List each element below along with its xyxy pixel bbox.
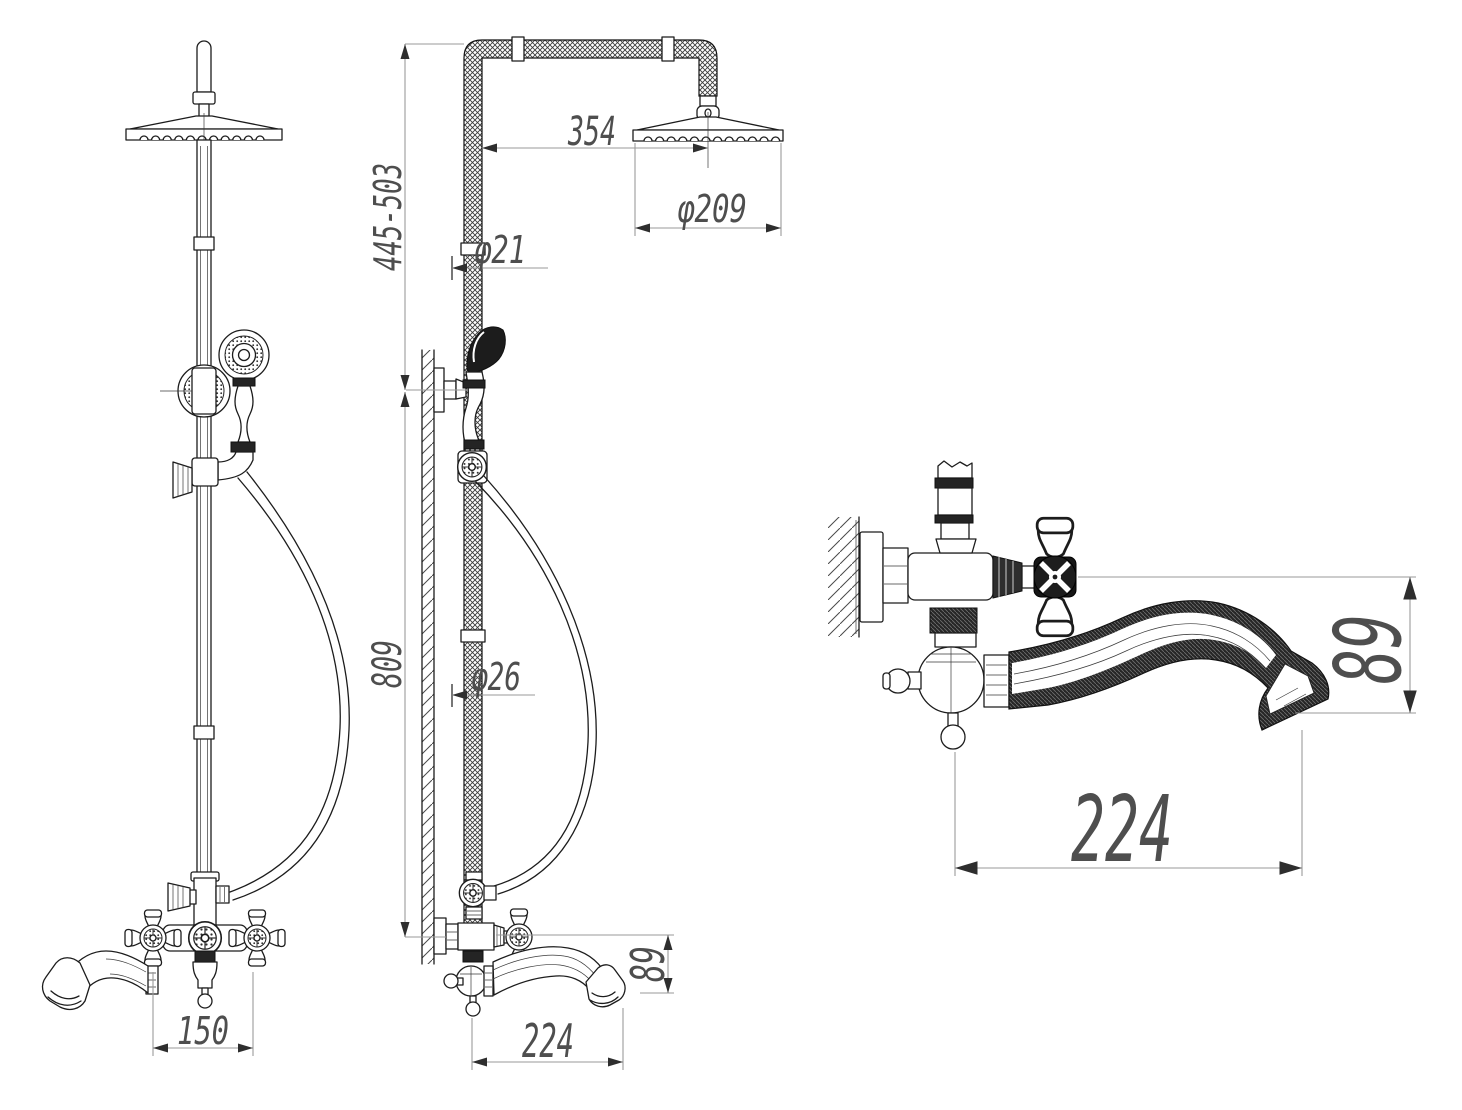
side-hand-shower (456, 326, 506, 484)
nozzles (643, 136, 781, 142)
side-tub-spout (483, 946, 626, 1008)
side-dim-lower-height: 809 (365, 392, 446, 938)
front-slider-knob (172, 461, 193, 499)
front-drain-pull (197, 993, 213, 1009)
side-dim-lower-pipe-diameter: φ26 (451, 655, 535, 707)
side-spout-outlet (585, 964, 626, 1008)
dim-209-label: φ209 (677, 187, 747, 231)
front-hand-shower (172, 329, 270, 499)
side-mixer-valve (433, 871, 533, 1017)
front-tub-spout (41, 950, 159, 1011)
front-cross-handle-right (228, 909, 286, 967)
detail-spout-outlet (1265, 663, 1315, 715)
detail-wall-section (828, 516, 860, 638)
front-hose-nipple (215, 885, 230, 904)
side-diverter-knob (458, 878, 488, 908)
detail-supply-pipe-break (937, 460, 973, 479)
detail-dim-spout-reach: 224 (954, 730, 1303, 883)
dim-224-detail-label: 224 (1071, 776, 1173, 883)
detail-drain-pull (940, 724, 966, 750)
side-dim-spout-reach: 224 (471, 1008, 624, 1070)
side-rain-shower-head (632, 95, 784, 168)
dim-445-503-label: 445-503 (366, 163, 410, 271)
front-slider-clamp (191, 457, 219, 487)
dim-89-detail-label: 89 (1315, 614, 1422, 684)
nozzles (139, 135, 265, 141)
dim-89-side-label: 89 (621, 946, 675, 982)
side-dim-head-diameter: φ209 (634, 143, 782, 236)
dim-809-label: 809 (365, 640, 411, 688)
front-center-escutcheon (187, 920, 223, 956)
side-wall-section (421, 349, 435, 965)
side-dim-spout-drop: 89 (496, 934, 675, 994)
front-view: 150 (41, 40, 350, 1056)
front-dim-inlet-spacing: 150 (152, 972, 254, 1056)
detail-cross-handle (1033, 516, 1077, 638)
side-dim-arm-reach: 354 (482, 109, 708, 155)
side-dim-upper-height-range: 445-503 (366, 43, 464, 390)
side-wall-bracket (406, 367, 468, 413)
front-riser-pipe (193, 139, 215, 881)
dim-26-label: φ26 (471, 655, 521, 699)
side-diverter-pull (443, 973, 459, 989)
side-shower-hose (475, 475, 597, 895)
dim-354-label: 354 (567, 109, 616, 155)
front-mixer-valve (124, 871, 286, 1009)
side-view: 354 φ209 445-503 φ21 809 (365, 36, 784, 1070)
front-diverter-knob (167, 882, 191, 912)
dim-224-side-label: 224 (522, 1014, 574, 1068)
detail-tub-spout (983, 600, 1330, 731)
front-wall-bracket (160, 364, 231, 418)
side-riser-and-arm (460, 36, 718, 941)
side-slider-knob (456, 451, 488, 483)
detail-lower-body (882, 607, 985, 750)
side-dim-upper-pipe-diameter: φ21 (451, 228, 548, 280)
front-shower-hose (229, 471, 350, 901)
detail-view: 89 224 (828, 460, 1422, 883)
dim-21-label: φ21 (474, 228, 526, 272)
detail-dim-spout-drop: 89 (1078, 576, 1422, 714)
side-drain-pull (465, 1001, 481, 1017)
dim-150-label: 150 (177, 1009, 229, 1053)
detail-valve-body (859, 460, 1036, 623)
